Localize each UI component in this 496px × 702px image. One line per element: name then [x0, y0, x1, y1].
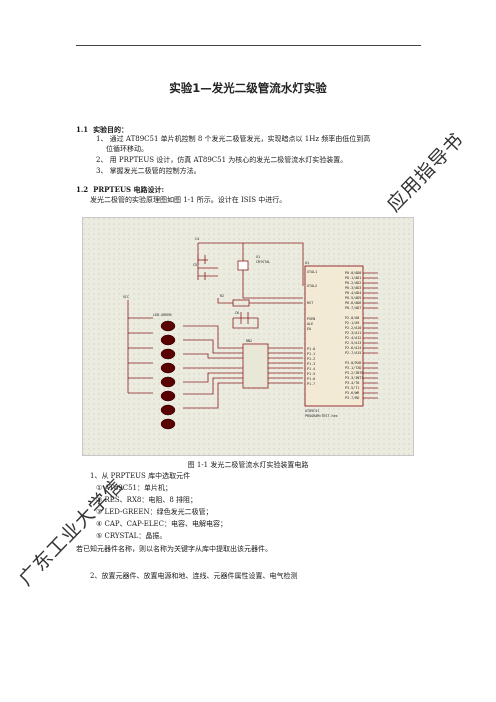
svg-text:P0.5/AD5: P0.5/AD5: [345, 296, 361, 300]
p3-pin-labels: P3.0/RXD P3.1/TXD P3.2/INT0 P3.3/INT1 P3…: [345, 361, 363, 400]
page-title: 实验1—发光二级管流水灯实验: [169, 81, 327, 95]
section-title: PRPTEUS 电路设计:: [93, 185, 165, 194]
step-1-item-3: ③ LED-GREEN：绿色发光二极管；: [96, 508, 213, 516]
step-1-item-1: ① AT89C51：单片机；: [96, 484, 173, 492]
svg-text:P3.7/RD: P3.7/RD: [345, 396, 359, 400]
section-title: 实验目的：: [93, 125, 129, 134]
p0-pin-labels: P0.0/AD0 P0.1/AD1 P0.2/AD2 P0.3/AD3 P0.4…: [345, 271, 361, 310]
svg-text:P0.6/AD6: P0.6/AD6: [345, 301, 361, 305]
step-1-note: 若已知元器件名称，则以名称为关键字从库中提取出该元器件。: [76, 545, 272, 553]
step-1-item-4: ④ CAP、CAP-ELEC：电容、电解电容；: [96, 520, 227, 528]
u1-prog-label: PROGRAM=TEST.hex: [305, 414, 338, 418]
x1-label: X1: [256, 255, 260, 259]
svg-text:P1.6: P1.6: [307, 377, 315, 381]
x1-type-label: CRYSTAL: [256, 260, 270, 264]
svg-text:P3.1/TXD: P3.1/TXD: [345, 366, 361, 370]
ale-pin: ALE: [307, 322, 313, 326]
header-rule: [76, 45, 421, 46]
xtal2-pin: XTAL2: [307, 284, 317, 288]
section-1-1-heading: 1.1 实验目的：: [76, 125, 128, 134]
section-number: 1.1: [76, 125, 89, 134]
svg-text:P1.1: P1.1: [307, 352, 315, 356]
svg-text:P3.5/T1: P3.5/T1: [345, 386, 359, 390]
svg-text:P1.5: P1.5: [307, 372, 315, 376]
svg-text:P2.6/A14: P2.6/A14: [345, 346, 361, 350]
svg-text:P0.1/AD1: P0.1/AD1: [345, 276, 361, 280]
svg-text:P1.3: P1.3: [307, 362, 315, 366]
rst-pin: RST: [307, 301, 313, 305]
svg-text:P1.7: P1.7: [307, 382, 315, 386]
step-1-item-2: ② RES、RX8：电阻、8 排阻；: [96, 496, 198, 504]
circuit-schematic: C4 C5 X1 CRYSTAL R2 C6 RN2 VCC LED-GREEN…: [82, 217, 414, 456]
svg-text:P1.4: P1.4: [307, 367, 315, 371]
xtal1-pin: XTAL1: [307, 270, 317, 274]
section-number: 1.2: [76, 185, 89, 194]
c6-label: C6: [235, 311, 239, 315]
goal-2: 2、 用 PRPTEUS 设计，仿真 AT89C51 为核心的发光二极管流水灯实…: [96, 156, 348, 164]
svg-text:P3.6/WR: P3.6/WR: [345, 391, 360, 395]
svg-text:P3.4/T0: P3.4/T0: [345, 381, 359, 385]
ea-pin: EA: [307, 327, 311, 331]
u1-part-label: AT89C51: [305, 409, 319, 413]
c4-label: C4: [195, 237, 199, 241]
svg-text:P0.4/AD4: P0.4/AD4: [345, 291, 361, 295]
intro-text: 发光二极管的实验原理图如图 1-1 所示。设计在 ISIS 中进行。: [90, 196, 287, 204]
figure-caption: 图 1-1 发光二极管流水灯实验装置电路: [187, 461, 309, 469]
svg-text:P2.7/A15: P2.7/A15: [345, 351, 361, 355]
svg-text:P0.7/AD7: P0.7/AD7: [345, 306, 361, 310]
led-array: [160, 320, 176, 430]
r2-label: R2: [220, 294, 224, 298]
svg-text:P2.1/A9: P2.1/A9: [345, 321, 359, 325]
svg-text:P2.2/A10: P2.2/A10: [345, 326, 361, 330]
p1-pin-labels: P1.0 P1.1 P1.2 P1.3 P1.4 P1.5 P1.6 P1.7: [307, 347, 315, 386]
svg-text:P3.0/RXD: P3.0/RXD: [345, 361, 361, 365]
svg-text:P0.3/AD3: P0.3/AD3: [345, 286, 361, 290]
goal-3: 3、 掌握发光二极管的控制方法。: [96, 167, 201, 175]
svg-text:P0.2/AD2: P0.2/AD2: [345, 281, 361, 285]
svg-text:P2.4/A12: P2.4/A12: [345, 336, 361, 340]
svg-text:P2.3/A11: P2.3/A11: [345, 331, 361, 335]
goal-1: 1、 通过 AT89C51 单片机控制 8 个发光二极管发光，实现暗点以 1Hz…: [96, 135, 371, 143]
svg-text:P2.0/A8: P2.0/A8: [345, 316, 359, 320]
step-1-item-5: ⑤ CRYSTAL：晶振。: [96, 532, 167, 540]
schematic-drawing: C4 C5 X1 CRYSTAL R2 C6 RN2 VCC LED-GREEN…: [83, 218, 413, 455]
step-1: 1、从 PRPTEUS 库中选取元件: [90, 472, 191, 480]
svg-text:P1.0: P1.0: [307, 347, 315, 351]
svg-text:P3.3/INT1: P3.3/INT1: [345, 376, 363, 380]
goal-1-cont: 位循环移动。: [106, 145, 148, 153]
vcc-label: VCC: [123, 295, 129, 299]
p2-pin-labels: P2.0/A8 P2.1/A9 P2.2/A10 P2.3/A11 P2.4/A…: [345, 316, 361, 355]
rn2-label: RN2: [246, 339, 252, 343]
section-1-2-heading: 1.2 PRPTEUS 电路设计:: [76, 185, 164, 194]
step-2: 2、放置元器件、放置电源和地、连线、元器件属性设置、电气检测: [90, 572, 298, 580]
led-label: LED-GREEN: [153, 313, 171, 317]
psen-pin: PSEN: [307, 317, 315, 321]
mcu-chip: [304, 265, 364, 407]
svg-text:P1.2: P1.2: [307, 357, 315, 361]
svg-text:P3.2/INT0: P3.2/INT0: [345, 371, 363, 375]
u1-label: U1: [305, 261, 309, 265]
svg-text:P0.0/AD0: P0.0/AD0: [345, 271, 361, 275]
c5-label: C5: [193, 263, 197, 267]
svg-text:P2.5/A13: P2.5/A13: [345, 341, 361, 345]
watermark-right: 应用指导书: [382, 128, 469, 217]
